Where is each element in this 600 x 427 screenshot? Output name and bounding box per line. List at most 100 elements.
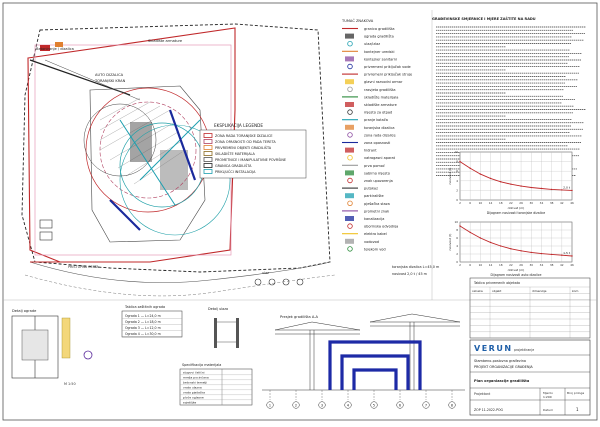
legend-item-label: vodovod xyxy=(364,240,379,244)
legend-item-label: ulaz/izlaz xyxy=(364,42,380,46)
building-frame-3 xyxy=(352,368,398,390)
legend-item-label: hidrant xyxy=(364,149,377,153)
legend-item-label: privremeni priključak struje xyxy=(364,73,412,77)
chart-tick-x: 10 xyxy=(479,201,483,205)
object-table-header: oznaka xyxy=(472,289,483,293)
chart-point xyxy=(500,245,502,247)
chart-tick-x: 26 xyxy=(519,201,523,205)
chart-tick-x: 38 xyxy=(550,201,554,205)
chart-tick-y: 2 xyxy=(456,252,458,256)
gate-symbol-3 xyxy=(282,278,290,286)
explication-swatch xyxy=(203,145,213,150)
detail-marker xyxy=(83,350,93,360)
chart-point xyxy=(561,254,563,256)
explication-swatch xyxy=(203,133,213,138)
chart-tick-x: 18 xyxy=(499,201,503,205)
elevation-axis-bubble xyxy=(266,401,274,409)
legend-symbol xyxy=(347,109,353,115)
explication-swatch xyxy=(203,151,213,156)
materials-cell: mreža pocinčana xyxy=(183,376,209,380)
title-block: VERUN projektiranje Stambeno-poslovna gr… xyxy=(469,339,591,416)
site-container-1 xyxy=(40,45,50,51)
number-label: Broj priloga xyxy=(567,391,584,395)
fence-table: Tablica zaštitnih ograda Ograda 1 — L=24… xyxy=(121,305,183,338)
elevation-title: Presjek gradilišta A-A xyxy=(280,315,318,319)
legend-item-label: kanalizacija xyxy=(364,217,384,221)
explication-row-text: ZONA OPASNOSTI OD PADA TERETA xyxy=(215,140,276,144)
chart-point xyxy=(500,181,502,183)
legend-item-label: skladište materijala xyxy=(364,95,398,99)
elevation-axis-label: 4 xyxy=(347,403,349,407)
legend-item-label: rasvjeta gradilišta xyxy=(364,88,396,92)
site-container-4 xyxy=(39,231,53,241)
object-table-header: objekt xyxy=(492,289,502,293)
title-block-frame xyxy=(469,339,591,416)
legend-item-label: parkiralište xyxy=(364,194,384,198)
legend-symbol xyxy=(345,124,354,130)
chart-tick-x: 14 xyxy=(489,201,493,205)
legend-item-label: granica gradilišta xyxy=(364,27,394,31)
legend-item-label: zona opasnosti xyxy=(364,141,390,145)
legend-symbol xyxy=(347,132,353,138)
label-top-left: Betoniranje / dizalica xyxy=(36,47,74,51)
tower-crane-right xyxy=(369,313,461,390)
chart-point xyxy=(489,241,492,244)
chart-plot-area xyxy=(459,151,573,201)
explication-swatch xyxy=(203,169,213,174)
chart-point xyxy=(571,255,573,257)
chart-series-line xyxy=(459,225,573,257)
gate-detail: Detalj ulaza xyxy=(208,307,239,348)
chart-tick-y: 0 xyxy=(456,260,458,264)
legend-item-label: glavni razvodni ormar xyxy=(364,80,403,84)
chart-point xyxy=(540,252,543,255)
legend-title: TUMAČ ZNAKOVA xyxy=(341,18,374,23)
chart-tick-x: 34 xyxy=(540,263,544,267)
object-table-header: dimenzije xyxy=(532,289,547,293)
materials-title: Specifikacija materijala xyxy=(182,363,221,367)
elevation-axis-bubble xyxy=(344,401,352,409)
chart-tick-x: 38 xyxy=(550,263,554,267)
legend-symbol xyxy=(347,177,353,184)
object-table-title: Tablica privremenih objekata xyxy=(473,281,520,285)
crane-jib-2 xyxy=(139,119,201,181)
chart-tick-x: 18 xyxy=(499,263,503,267)
chart-tick-y: 2 xyxy=(456,188,458,192)
explication-row-text: PROMETNICE I MANIPULATIVNE POVRŠINE xyxy=(215,157,286,162)
gate-symbol-2 xyxy=(268,278,276,286)
chart-point xyxy=(459,225,461,227)
legend-symbol xyxy=(347,86,353,92)
legend-symbol xyxy=(345,56,354,62)
building-core xyxy=(130,122,152,162)
chart-tick-x: 2 xyxy=(459,263,461,267)
scale-label: Mjerilo xyxy=(543,391,553,395)
legend-item-label: sabirno mjesto xyxy=(364,171,390,175)
building-outline xyxy=(89,85,206,243)
fence-table-title: Tablica zaštitnih ograda xyxy=(124,305,165,309)
explication-row-text: SKLADIŠTE MATERIJALA xyxy=(215,151,255,156)
gate-detail-title: Detalj ulaza xyxy=(208,307,228,311)
legend-symbol xyxy=(345,193,354,199)
chart-point xyxy=(510,183,512,185)
elevation-axis-bubble xyxy=(448,401,456,409)
tower-crane-track-1 xyxy=(168,109,197,181)
legend-item-label: telekom vod xyxy=(364,247,386,251)
chart-tick-y: 8 xyxy=(456,228,458,232)
legend-item-label: kontejner uredski xyxy=(364,50,394,54)
elevation-axis-label: 3 xyxy=(321,403,323,407)
fence-detail-title: Detalj ograde xyxy=(12,309,37,313)
elevation-axis-label: 7 xyxy=(425,403,427,407)
site-container-2 xyxy=(55,42,63,47)
chart-tick-x: 6 xyxy=(469,201,471,205)
fence-table-cell: Ograda 1 — L=24,0 m xyxy=(125,314,161,318)
legend-item-label: pješačka staza xyxy=(364,202,390,206)
label-crane-a: AUTO DIZALICA xyxy=(95,73,124,77)
chart-tick-y: 4 xyxy=(456,244,458,248)
legend-item-label: zona rada dizalice xyxy=(364,133,396,137)
chart-tick-x: 42 xyxy=(560,263,564,267)
chart-point xyxy=(530,186,532,189)
legend-symbol xyxy=(347,63,353,70)
legend-symbol xyxy=(347,246,353,252)
access-road-edge xyxy=(24,274,336,297)
